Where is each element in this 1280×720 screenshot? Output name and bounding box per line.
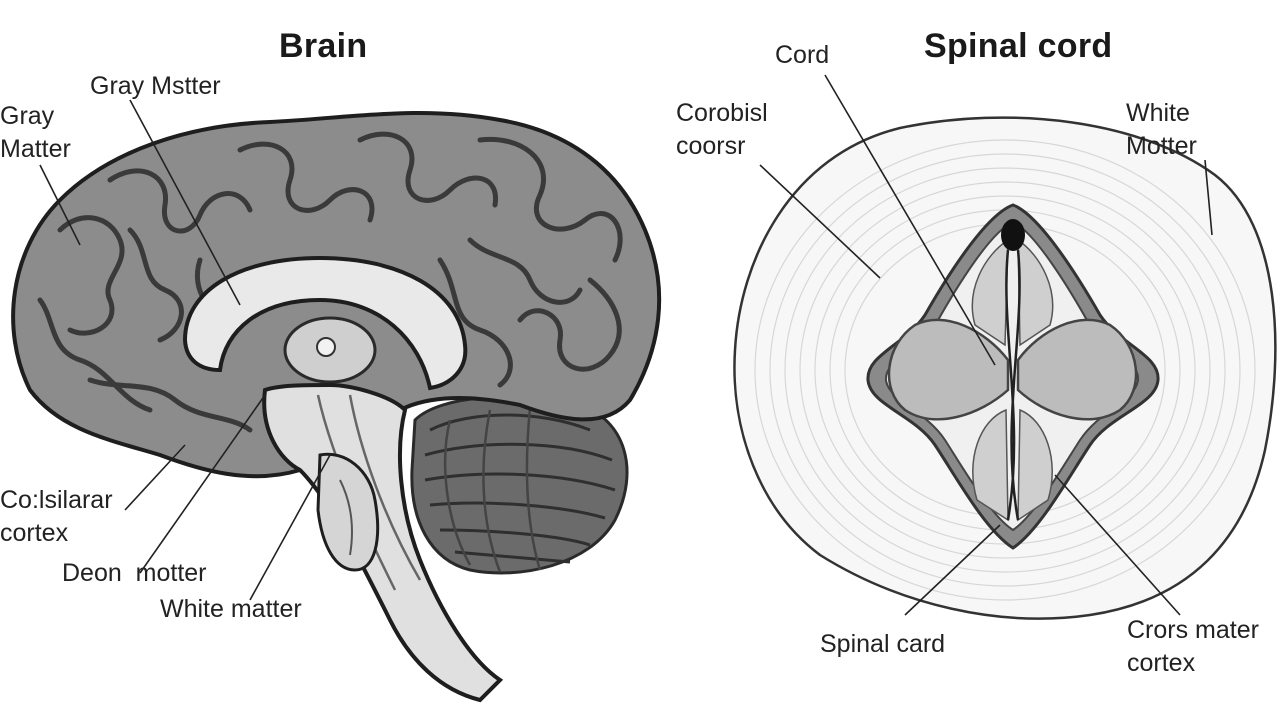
label-cord: Cord xyxy=(775,41,830,69)
corpus-callosum xyxy=(182,255,468,391)
label-spinal-card: Spinal card xyxy=(820,630,946,658)
spinal-leader-lines xyxy=(759,74,1213,616)
spinal-cord-illustration xyxy=(733,74,1277,620)
central-canal xyxy=(1001,219,1025,251)
cerebellum xyxy=(410,395,629,575)
brain-title: Brain xyxy=(279,27,368,65)
sulci xyxy=(37,131,623,433)
label-deep-matter: Deon motter xyxy=(62,559,207,587)
label-corticular-cortex: Co:lsilarar cortex xyxy=(0,486,113,547)
label-cross-mater-cortex: Crors mater cortex xyxy=(1127,616,1259,677)
label-cerebral-cortex: Corobisl coorsr xyxy=(676,99,768,160)
label-gray-matter-top: Gray Mstter xyxy=(90,72,221,100)
brain-illustration xyxy=(11,99,662,703)
label-white-matter-spinal: White Motter xyxy=(1126,99,1197,160)
spinal-cord-title: Spinal cord xyxy=(924,27,1113,65)
label-gray-matter-left: Gray Matter xyxy=(0,102,71,163)
brain-leader-lines xyxy=(39,99,331,601)
label-white-matter-brain: White matter xyxy=(160,595,302,623)
